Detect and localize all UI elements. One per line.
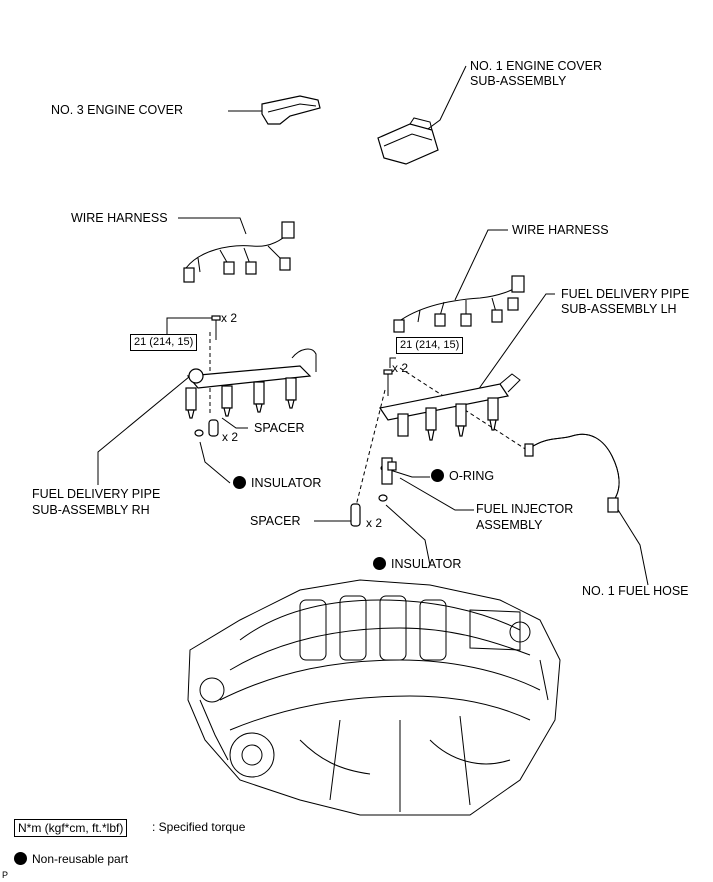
- label-o-ring: O-RING: [431, 469, 494, 484]
- wire-harness-rh-part: [183, 221, 295, 283]
- non-reusable-icon: [373, 557, 386, 570]
- fuel-delivery-pipe-lh-part: [379, 373, 521, 441]
- label-no1-fuel-hose: NO. 1 FUEL HOSE: [582, 584, 689, 598]
- label-fuel-pipe-lh-line1: FUEL DELIVERY PIPE: [561, 287, 690, 301]
- no1-fuel-hose-part: [524, 433, 620, 513]
- label-spacer-rh: SPACER: [254, 421, 305, 435]
- non-reusable-icon: [14, 852, 27, 865]
- quantity-spacer-lh: x 2: [366, 516, 383, 530]
- label-no1-engine-cover-line2: SUB-ASSEMBLY: [470, 74, 567, 88]
- insulator-rh-part: [194, 429, 204, 437]
- legend-torque-unit: N*m (kgf*cm, ft.*lbf): [14, 819, 128, 837]
- label-insulator-rh-text: INSULATOR: [251, 476, 322, 490]
- label-spacer-lh: SPACER: [250, 514, 301, 528]
- leader-lines: [97, 65, 649, 586]
- legend-nonreusable-text: Non-reusable part: [32, 852, 129, 866]
- label-no1-engine-cover-line1: NO. 1 ENGINE COVER: [470, 59, 602, 73]
- spacer-lh-part: [350, 503, 361, 527]
- label-insulator-lh-text: INSULATOR: [391, 557, 462, 571]
- torque-spec-rh: 21 (214, 15): [130, 334, 198, 351]
- quantity-spacer-rh: x 2: [222, 430, 239, 444]
- label-fuel-pipe-lh-line2: SUB-ASSEMBLY LH: [561, 302, 677, 316]
- quantity-bolt-rh: x 2: [221, 311, 238, 325]
- bolt-rh-part: [211, 315, 221, 340]
- insulator-lh-part: [378, 494, 388, 502]
- label-o-ring-text: O-RING: [449, 469, 495, 483]
- legend-torque-desc: : Specified torque: [152, 820, 246, 834]
- label-fuel-pipe-rh-line2: SUB-ASSEMBLY RH: [32, 503, 150, 517]
- label-fuel-injector-line1: FUEL INJECTOR: [476, 502, 574, 516]
- label-fuel-pipe-rh-line1: FUEL DELIVERY PIPE: [32, 487, 161, 501]
- fuel-injector-part: [381, 457, 397, 485]
- quantity-bolt-lh: x 2: [392, 361, 409, 375]
- label-insulator-rh: INSULATOR: [233, 476, 321, 491]
- engine-assembly: [187, 579, 561, 816]
- spacer-rh-part: [208, 419, 219, 437]
- label-wire-harness-rh: WIRE HARNESS: [71, 211, 168, 225]
- no3-engine-cover-part: [261, 95, 321, 125]
- no1-engine-cover-part: [377, 117, 439, 165]
- non-reusable-icon: [233, 476, 246, 489]
- label-fuel-injector-line2: ASSEMBLY: [476, 518, 543, 532]
- torque-spec-lh: 21 (214, 15): [396, 337, 464, 354]
- legend-nonreusable: Non-reusable part: [14, 852, 128, 866]
- corner-mark: P: [2, 870, 9, 880]
- label-insulator-lh: INSULATOR: [373, 557, 461, 572]
- non-reusable-icon: [431, 469, 444, 482]
- label-no3-engine-cover: NO. 3 ENGINE COVER: [51, 103, 183, 117]
- label-wire-harness-lh: WIRE HARNESS: [512, 223, 609, 237]
- wire-harness-lh-part: [393, 275, 525, 333]
- bolt-lh-part: [383, 369, 393, 396]
- fuel-delivery-pipe-rh-part: [185, 348, 317, 419]
